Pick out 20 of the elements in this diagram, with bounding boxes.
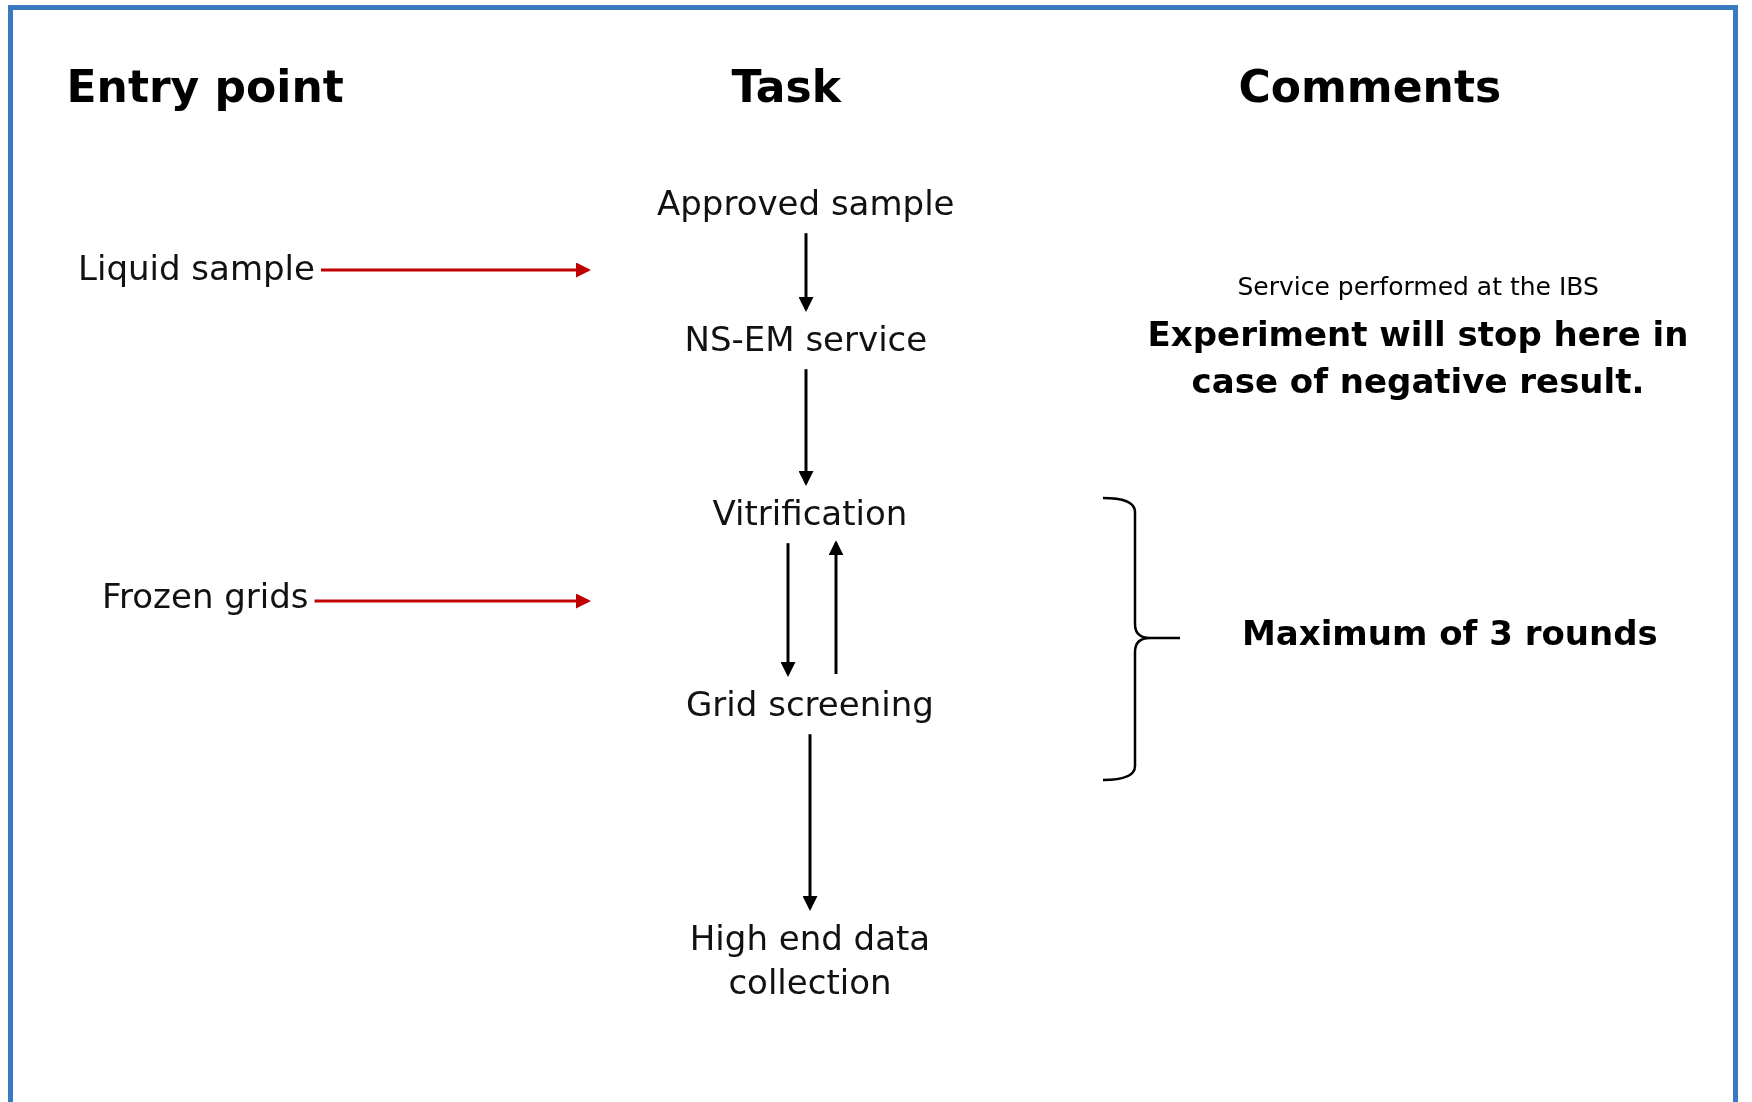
entry-point-label: Liquid sample xyxy=(72,238,321,299)
comment-text: Experiment will stop here in case of negative result. xyxy=(1146,312,1690,404)
column-heading: Entry point xyxy=(66,60,344,114)
arrow xyxy=(798,233,814,312)
arrow xyxy=(314,593,591,609)
column-heading: Comments xyxy=(1238,60,1502,114)
entry-point-label: Frozen grids xyxy=(96,566,315,627)
task-step: High end data collection xyxy=(650,908,970,1013)
task-step: Approved sample xyxy=(651,173,961,234)
comment-text: Maximum of 3 rounds xyxy=(1242,612,1658,655)
task-step: Vitrification xyxy=(706,483,914,544)
task-step: Grid screening xyxy=(680,674,940,735)
task-step: NS-EM service xyxy=(678,309,934,370)
arrow xyxy=(798,369,814,486)
arrow xyxy=(321,262,591,278)
arrow xyxy=(780,543,796,677)
column-heading: Task xyxy=(731,60,841,114)
arrow xyxy=(828,540,844,674)
comment-text: Service performed at the IBS xyxy=(1237,270,1599,303)
arrow xyxy=(802,734,818,911)
